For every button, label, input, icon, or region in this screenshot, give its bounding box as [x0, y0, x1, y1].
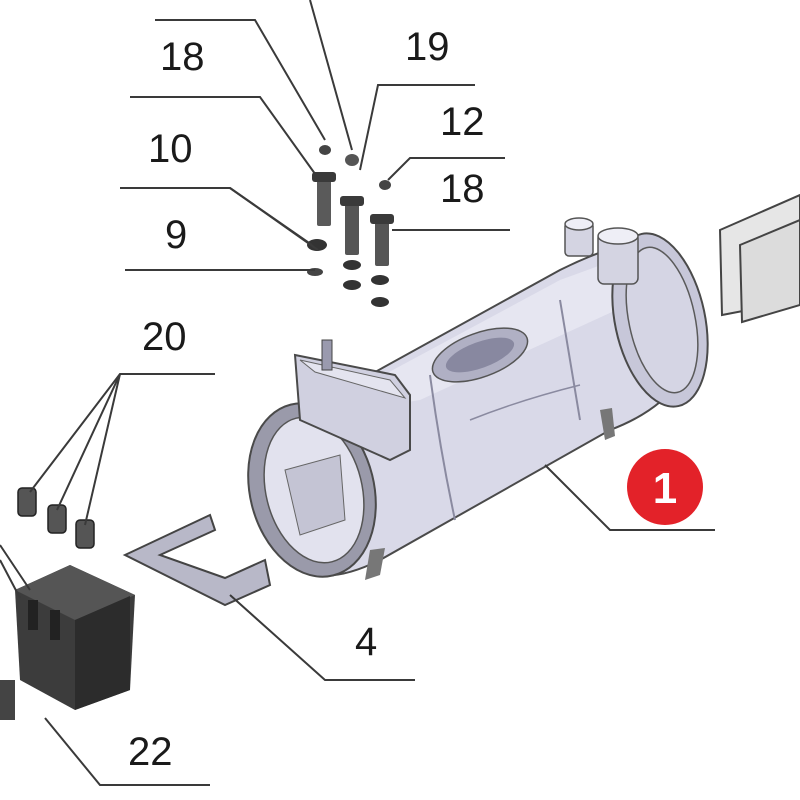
screw-stack — [307, 145, 394, 307]
connector-set — [17, 487, 95, 549]
callout-12: 12 — [440, 100, 485, 144]
gasket-plate — [718, 193, 800, 324]
callout-18-bottom: 18 — [440, 167, 485, 211]
leader-lines — [0, 0, 715, 786]
heating-element — [122, 513, 272, 607]
callout-20: 20 — [142, 315, 187, 359]
terminal-block — [0, 565, 135, 720]
callout-4: 4 — [355, 620, 377, 664]
part-1-badge: 1 — [627, 449, 703, 525]
callout-9: 9 — [165, 213, 187, 257]
callout-10: 10 — [148, 127, 193, 171]
main-housing — [247, 217, 709, 580]
callout-18-top: 18 — [160, 35, 205, 79]
callout-22: 22 — [128, 730, 173, 774]
badge-label: 1 — [653, 464, 677, 513]
callout-19: 19 — [405, 25, 450, 69]
